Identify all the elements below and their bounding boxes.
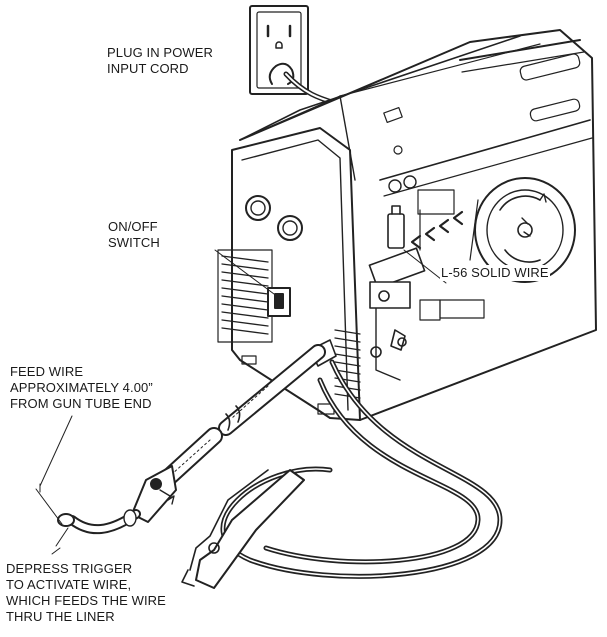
plug-in-power-line-2: INPUT CORD <box>107 61 189 76</box>
trigger-line-2: TO ACTIVATE WIRE, <box>6 577 132 592</box>
welding-gun <box>57 339 337 535</box>
trigger-line-4: THRU THE LINER <box>6 609 115 624</box>
feed-wire-line-1: FEED WIRE <box>10 364 84 379</box>
wire-feed-arrows <box>410 210 464 250</box>
wire-type-text: L-56 SOLID WIRE <box>441 265 549 280</box>
on-off-switch-line-1: ON/OFF <box>108 219 158 234</box>
on-off-switch-label: ON/OFF SWITCH <box>108 219 160 251</box>
wire-spool <box>469 177 576 283</box>
wire-type-label: L-56 SOLID WIRE <box>440 265 550 281</box>
welder-body <box>217 29 597 421</box>
on-off-switch-line-2: SWITCH <box>108 235 160 250</box>
ground-clamp-cable <box>181 359 503 589</box>
leader-lines <box>35 249 447 555</box>
feed-wire-line-2: APPROXIMATELY 4.00” <box>10 380 153 395</box>
trigger-line-1: DEPRESS TRIGGER <box>6 561 133 576</box>
feed-wire-line-3: FROM GUN TUBE END <box>10 396 152 411</box>
drive-roll-mechanism <box>368 205 441 358</box>
depress-trigger-label: DEPRESS TRIGGER TO ACTIVATE WIRE, WHICH … <box>6 561 166 625</box>
trigger-line-3: WHICH FEEDS THE WIRE <box>6 593 166 608</box>
plug-in-power-line-1: PLUG IN POWER <box>107 45 214 60</box>
plug-in-power-label: PLUG IN POWER INPUT CORD <box>107 45 213 77</box>
feed-wire-label: FEED WIRE APPROXIMATELY 4.00” FROM GUN T… <box>10 364 153 412</box>
